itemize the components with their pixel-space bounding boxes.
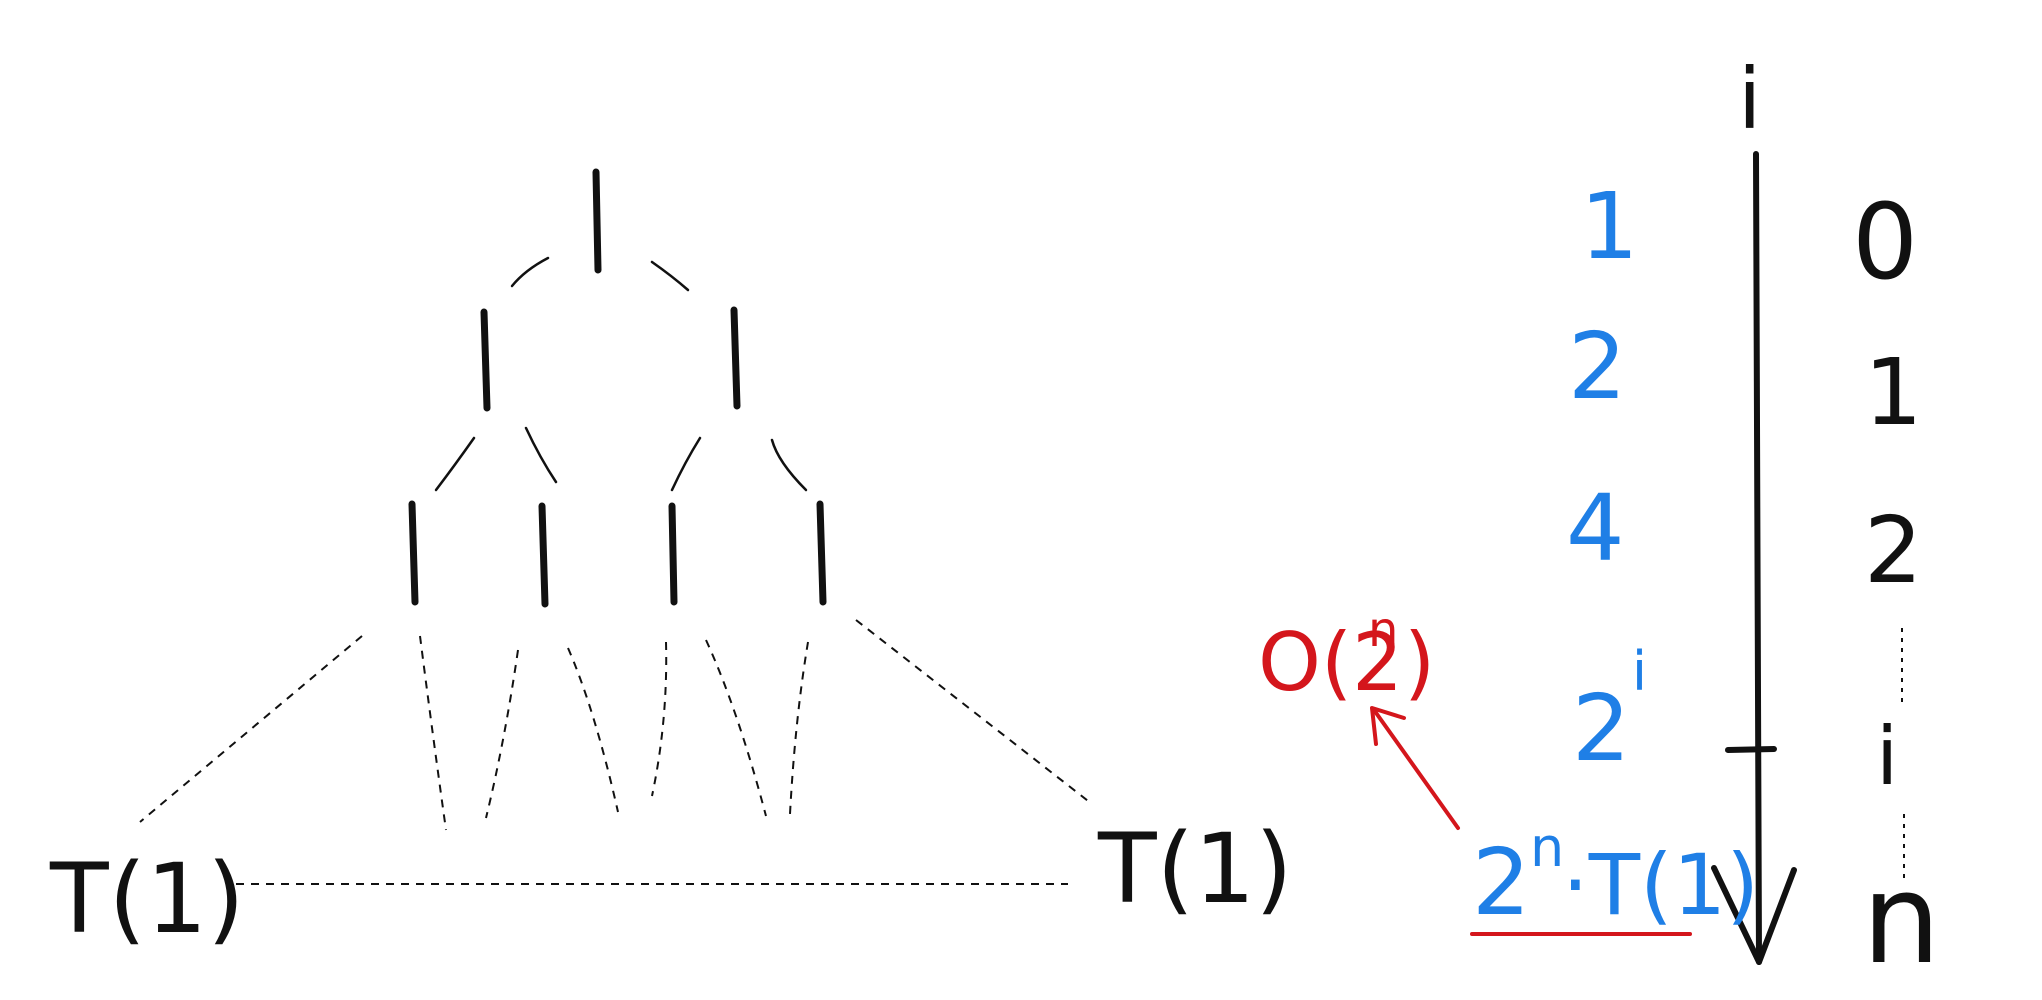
level-number-column: 0 1 2 i n xyxy=(1852,181,1941,992)
level-number-2: 2 xyxy=(1864,497,1923,604)
count-level-n-suffix: ·T(1) xyxy=(1562,836,1759,934)
tree-node-level-2 xyxy=(816,500,827,606)
tree-descent-dashed xyxy=(855,619,1093,805)
leaf-left-label: T(1) xyxy=(49,843,245,955)
tree-node-level-2 xyxy=(668,502,678,606)
tree-descent-dashed xyxy=(651,641,668,797)
count-level-n-exponent: n xyxy=(1530,816,1564,879)
result-text-prefix: O(2 xyxy=(1258,616,1403,709)
complexity-result: O(2 n ) xyxy=(1258,602,1460,830)
count-level-i-exponent: i xyxy=(1632,640,1647,703)
count-level-n-base: 2 xyxy=(1472,829,1531,936)
level-number-n: n xyxy=(1862,848,1941,992)
leaf-right-label: T(1) xyxy=(1097,813,1293,925)
tree-node-level-0 xyxy=(592,168,602,274)
result-arrow-line xyxy=(1372,708,1460,830)
result-exponent: n xyxy=(1368,602,1398,658)
tree-node-level-1 xyxy=(480,308,491,412)
tree-edge xyxy=(770,438,808,492)
tree-descent-dashed xyxy=(567,647,619,813)
tree-edge xyxy=(524,426,558,484)
count-level-0: 1 xyxy=(1580,173,1639,280)
tree-descent-dashed xyxy=(139,635,363,823)
tree-descent-dashed xyxy=(419,635,447,831)
recursion-tree xyxy=(139,168,1093,885)
level-number-i: i xyxy=(1876,710,1898,803)
level-axis-line xyxy=(1753,151,1762,965)
tree-edge xyxy=(510,256,550,288)
level-axis-label: i xyxy=(1738,50,1761,148)
arrow-up-icon xyxy=(1370,706,1406,746)
arrow-down-icon xyxy=(1711,865,1797,965)
tree-node-level-2 xyxy=(408,500,419,606)
level-axis xyxy=(1711,151,1797,965)
tree-node-level-2 xyxy=(538,502,549,608)
count-level-1: 2 xyxy=(1568,313,1627,420)
level-i-tick xyxy=(1725,746,1777,753)
count-level-2: 4 xyxy=(1566,475,1625,582)
tree-edge xyxy=(670,436,702,492)
tree-descent-dashed xyxy=(485,649,519,819)
tree-edge xyxy=(650,260,690,292)
count-level-i-base: 2 xyxy=(1572,675,1631,782)
tree-descent-dashed xyxy=(705,639,767,817)
tree-edge xyxy=(434,436,476,492)
node-count-column: 1 2 4 2 i 2 n ·T(1) xyxy=(1470,173,1759,936)
result-text-suffix: ) xyxy=(1404,616,1435,709)
tree-descent-dashed xyxy=(789,641,809,815)
level-number-1: 1 xyxy=(1864,339,1923,446)
tree-node-level-1 xyxy=(730,306,741,410)
level-number-0: 0 xyxy=(1852,181,1918,303)
